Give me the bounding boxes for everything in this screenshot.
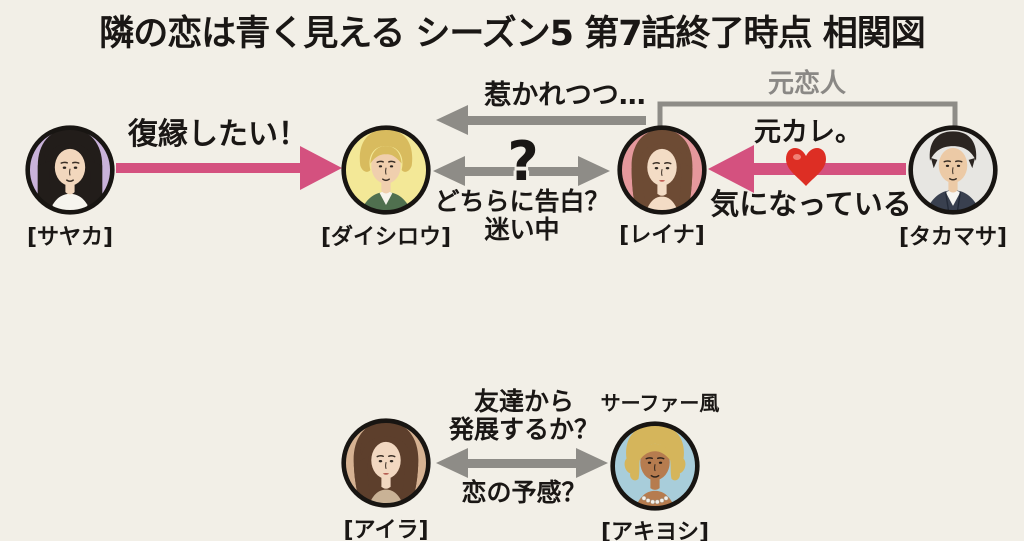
character-name-reina: [レイナ] [619, 223, 705, 248]
relation-label-confession-line2: 迷い中 [484, 214, 560, 244]
relation-label-koinoyokan: 恋の予感？ [461, 478, 587, 507]
character-node-aira [340, 417, 432, 509]
character-name-akiyoshi: [アキヨシ] [600, 520, 710, 541]
relation-label-motokoibito: 元恋人 [767, 69, 847, 99]
relation-label-hikarete: 惹かれつつ… [484, 80, 646, 111]
gray-double-arrow-aira-akiyoshi-icon [436, 448, 608, 478]
diagram-title: 隣の恋は青く見える シーズン5 第7話終了時点 相関図 [99, 14, 925, 54]
character-node-reina [616, 124, 708, 216]
character-node-sayaka [24, 124, 116, 216]
man-curly-blonde-surfer-avatar-icon [610, 421, 700, 511]
character-name-sayaka: [サヤカ] [26, 225, 114, 250]
character-name-aira: [アイラ] [343, 518, 429, 541]
relation-label-motokare: 元カレ。 [754, 117, 862, 148]
man-blonde-hair-green-jacket-avatar-icon [341, 125, 431, 215]
character-node-takamasa [907, 124, 999, 216]
woman-long-brown-hair-avatar-icon [617, 125, 707, 215]
relation-label-tomodachi-line1: 友達から [473, 387, 575, 416]
pink-arrow-takamasa-to-reina-icon [708, 145, 906, 193]
relation-question-mark: ? [507, 130, 539, 193]
character-name-daishiro: [ダイシロウ] [320, 225, 452, 250]
relation-label-confession-line1: どちらに告白？ [434, 187, 610, 216]
character-node-daishiro [340, 124, 432, 216]
red-heart-icon [786, 148, 826, 186]
man-dark-hair-suit-avatar-icon [908, 125, 998, 215]
relation-label-fukuen: 復縁したい！ [128, 117, 308, 152]
pink-arrow-sayaka-to-daishiro-icon [116, 146, 342, 190]
relation-label-tomodachi: 友達から 発展するか？ [449, 388, 599, 443]
woman-wavy-brown-hair-avatar-icon [341, 418, 431, 508]
character-node-akiyoshi [609, 420, 701, 512]
relation-label-confession: どちらに告白？ 迷い中 [434, 188, 609, 243]
relation-label-tomodachi-line2: 発展するか？ [448, 414, 600, 444]
akiyoshi-style-note: サーファー風 [600, 391, 720, 415]
woman-long-black-hair-avatar-icon [25, 125, 115, 215]
shell-necklace-icon [641, 495, 669, 505]
character-name-takamasa: [タカマサ] [898, 225, 1008, 250]
relation-label-kininatteiru: 気になっている [710, 187, 912, 221]
